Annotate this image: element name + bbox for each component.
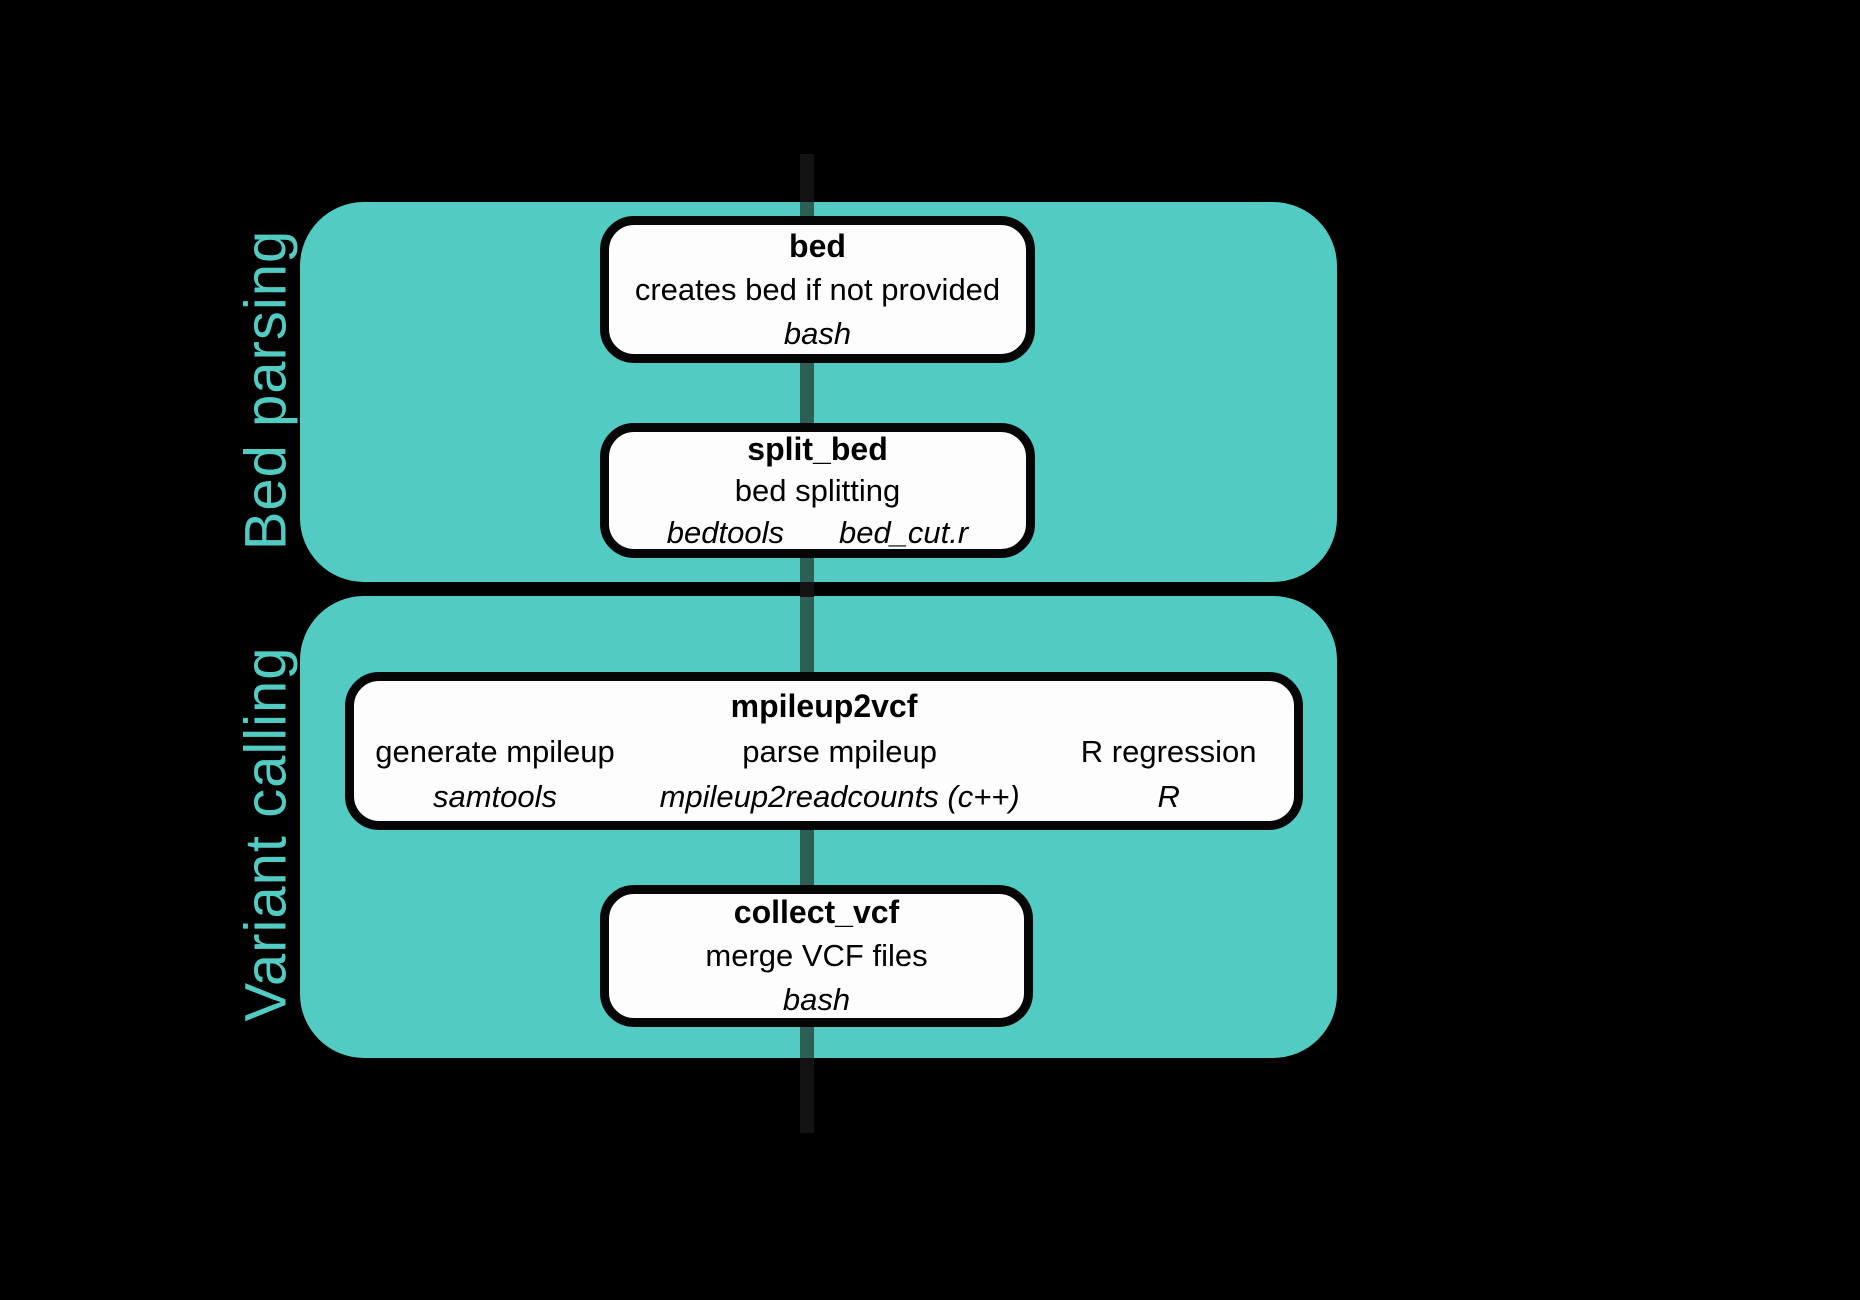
node-bed-title: bed: [789, 227, 846, 264]
node-split-bed-title: split_bed: [747, 430, 888, 467]
task-r-regression: R regression: [1080, 733, 1257, 769]
node-collect-vcf-tool: bash: [782, 982, 851, 1017]
node-bed: bed creates bed if not provided bash: [600, 216, 1035, 363]
stage-label-variant-calling: Variant calling: [233, 646, 299, 1022]
node-mpileup2vcf-tasks: generate mpileup parse mpileup R regress…: [354, 729, 1294, 774]
task-generate-mpileup: generate mpileup: [375, 733, 615, 769]
node-mpileup2vcf-tools: samtools mpileup2readcounts (c++) R: [354, 774, 1294, 819]
tool-r: R: [1157, 778, 1180, 814]
node-split-bed-tools: bedtools bed_cut.r: [667, 512, 968, 554]
tool-samtools: samtools: [432, 778, 558, 814]
tool-mpileup2readcounts: mpileup2readcounts (c++): [659, 778, 1020, 814]
node-mpileup2vcf: mpileup2vcf generate mpileup parse mpile…: [345, 672, 1303, 830]
node-collect-vcf-description: merge VCF files: [705, 938, 928, 973]
node-split-bed-tool-bed-cut-r: bed_cut.r: [838, 514, 969, 550]
task-parse-mpileup: parse mpileup: [742, 733, 938, 769]
node-bed-description: creates bed if not provided: [634, 271, 1001, 307]
node-split-bed-tool-bedtools: bedtools: [666, 514, 784, 550]
node-collect-vcf-title: collect_vcf: [733, 894, 900, 930]
node-split-bed: split_bed bed splitting bedtools bed_cut…: [600, 423, 1035, 558]
node-collect-vcf: collect_vcf merge VCF files bash: [600, 885, 1033, 1027]
stage-label-bed-parsing: Bed parsing: [233, 229, 299, 551]
node-split-bed-description: bed splitting: [734, 472, 901, 508]
node-bed-tool: bash: [783, 315, 852, 351]
node-mpileup2vcf-title: mpileup2vcf: [730, 687, 918, 724]
